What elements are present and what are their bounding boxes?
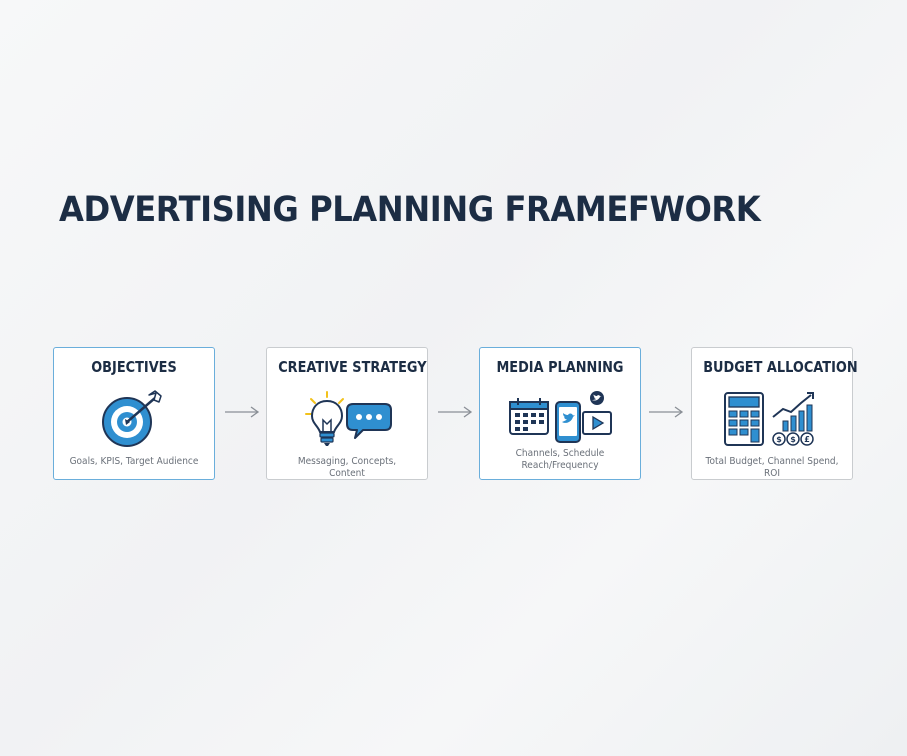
page-title: ADVERTISING PLANNING FRAMEFWORK: [59, 190, 761, 230]
arrow-right-icon: [649, 406, 684, 418]
lightbulb-and-speech-bubble-icon: [267, 386, 427, 452]
step-title-media-planning: MEDIA PLANNING: [496, 358, 624, 376]
step-title-budget-allocation: BUDGET ALLOCATION: [703, 358, 858, 376]
arrow-right-icon: [225, 406, 260, 418]
svg-text:$: $: [790, 435, 796, 444]
arrow-right-icon: [438, 406, 473, 418]
target-with-arrow-icon: [54, 386, 214, 452]
step-desc-budget-allocation: Total Budget, Channel Spend, ROI: [705, 456, 839, 479]
step-card-creative-strategy: CREATIVE STRATEGY Messaging, Concepts, C…: [266, 347, 428, 480]
calendar-phone-social-icon: [480, 386, 640, 452]
step-title-creative-strategy: CREATIVE STRATEGY: [278, 358, 427, 376]
svg-text:$: $: [776, 435, 782, 444]
step-desc-media-planning-line1: Channels, Schedule: [515, 448, 605, 459]
step-card-media-planning: MEDIA PLANNING: [479, 347, 641, 480]
step-card-objectives: OBJECTIVES Goals, KPIS, Target Audience: [53, 347, 215, 480]
svg-text:£: £: [804, 435, 810, 444]
calculator-growth-chart-icon: $ $ £: [692, 386, 852, 452]
step-desc-media-planning: Channels, Schedule Reach/Frequency: [493, 448, 626, 472]
step-desc-media-planning-line2: Reach/Frequency: [521, 460, 599, 471]
step-title-objectives: OBJECTIVES: [91, 358, 177, 376]
step-desc-objectives: Goals, KPIS, Target Audience: [69, 456, 199, 467]
step-card-budget-allocation: BUDGET ALLOCATION $ $ £: [691, 347, 858, 480]
step-desc-creative-strategy: Messaging, Concepts, Content: [297, 456, 397, 479]
